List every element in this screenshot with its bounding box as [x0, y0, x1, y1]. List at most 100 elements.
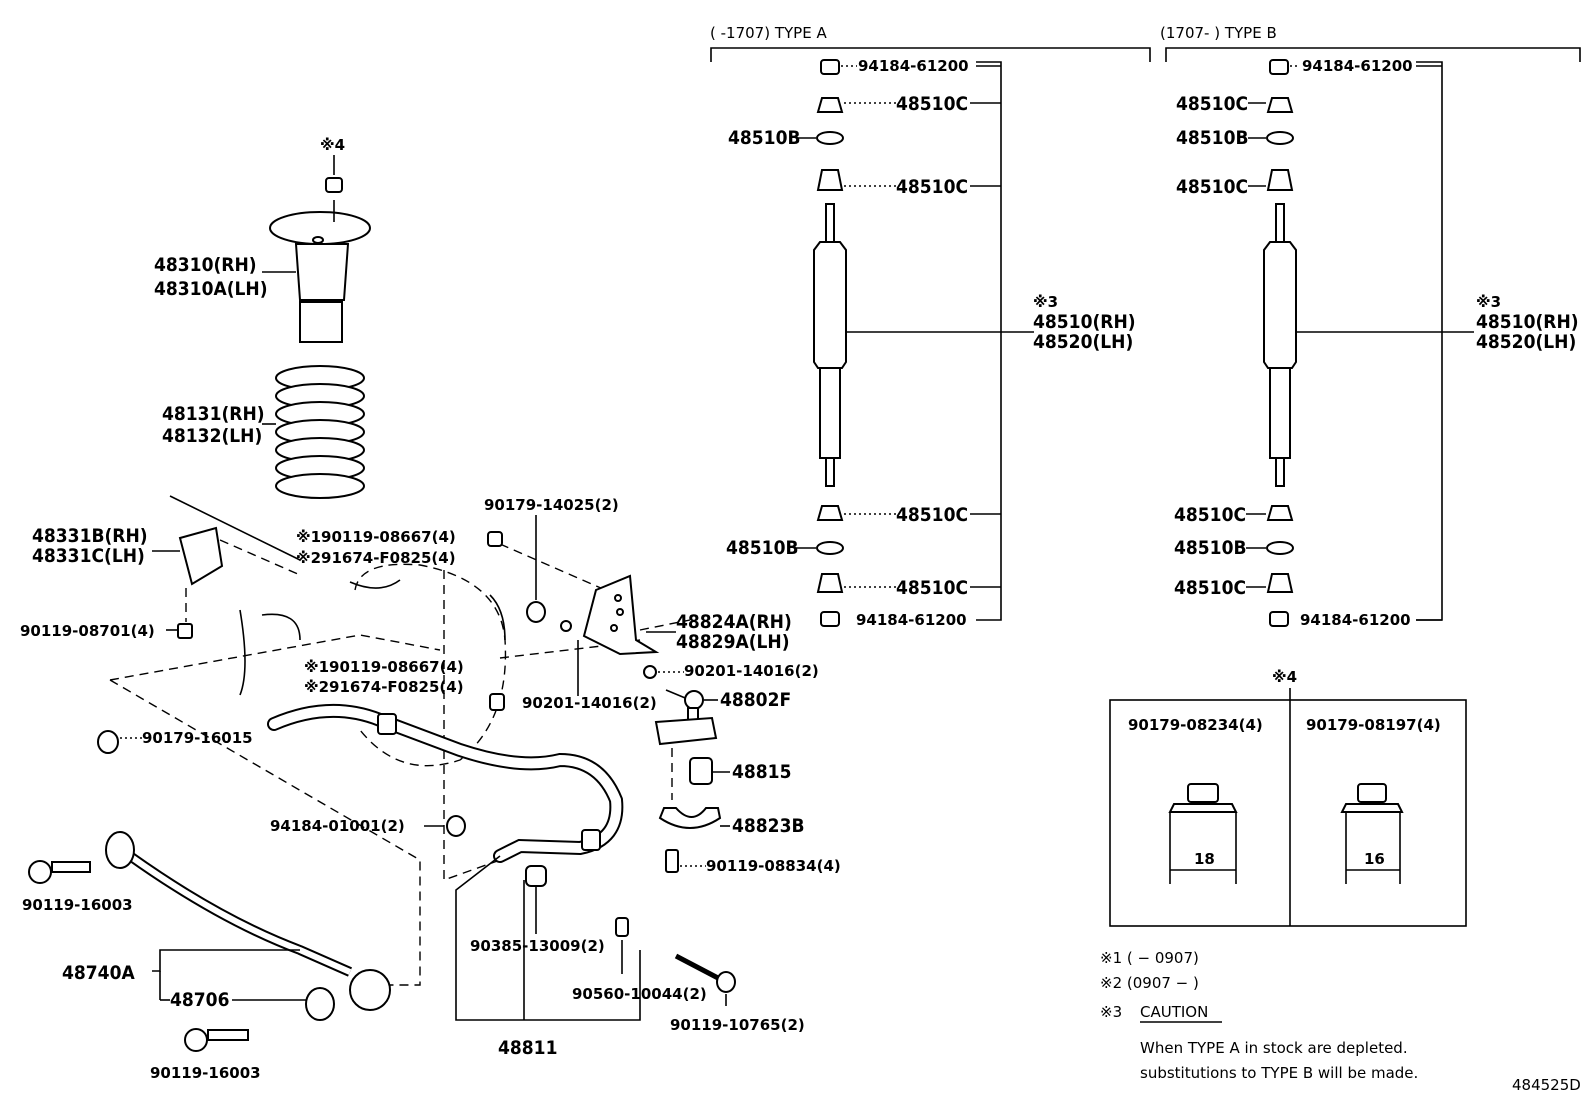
- svg-text:48510C: 48510C: [896, 93, 968, 115]
- svg-text:substitutions to TYPE B will b: substitutions to TYPE B will be made.: [1140, 1064, 1418, 1082]
- svg-text:48510C: 48510C: [1174, 577, 1246, 599]
- bolt-08834: 90119-08834(4): [665, 849, 841, 875]
- svg-text:48310A(LH): 48310A(LH): [154, 278, 268, 300]
- rod-48740a: 48740A: [62, 949, 300, 1000]
- nut-18-icon: 18: [1168, 783, 1238, 884]
- svg-text:90119-10765(2): 90119-10765(2): [670, 1016, 805, 1034]
- svg-text:48132(LH): 48132(LH): [162, 425, 262, 447]
- svg-text:94184-61200: 94184-61200: [1300, 611, 1411, 629]
- cushion-c4-b: 48510C: [1174, 573, 1294, 599]
- svg-text:When TYPE A in stock are deple: When TYPE A in stock are depleted.: [1140, 1039, 1408, 1057]
- svg-text:48510B: 48510B: [1176, 127, 1249, 149]
- svg-text:90201-14016(2): 90201-14016(2): [684, 662, 819, 680]
- svg-text:※1 ( − 0907): ※1 ( − 0907): [1100, 949, 1199, 967]
- svg-text:90119-16003: 90119-16003: [150, 1064, 261, 1082]
- svg-text:48510C: 48510C: [1174, 504, 1246, 526]
- type-a-group: ( -1707) TYPE A 94184-61200 48510C 48510…: [710, 24, 1151, 629]
- cushion-b2-b: 48510B: [1174, 537, 1294, 559]
- svg-text:48510B: 48510B: [728, 127, 801, 149]
- bracket-48823b: 48823B: [658, 807, 805, 837]
- stabilizer-link: 48802F: [654, 689, 791, 746]
- cushion-c4-a: 48510C: [816, 573, 1001, 599]
- spring-upper-support: 48310(RH) 48310A(LH): [154, 200, 371, 343]
- stabilizer-bracket: 48824A(RH) 48829A(LH): [560, 574, 792, 656]
- svg-text:48510C: 48510C: [1176, 93, 1248, 115]
- svg-text:48520(LH): 48520(LH): [1476, 331, 1576, 353]
- svg-text:90179-08234(4): 90179-08234(4): [1128, 716, 1263, 734]
- type-b-header: (1707- ) TYPE B: [1160, 24, 1277, 42]
- cushion-c2-b: 48510C: [1176, 169, 1294, 198]
- type-a-leader-bracket: [976, 61, 1002, 621]
- svg-text:48815: 48815: [732, 761, 791, 783]
- svg-text:48331C(LH): 48331C(LH): [32, 545, 145, 567]
- shock-absorber-a: ※3 48510(RH) 48520(LH): [813, 203, 1136, 487]
- svg-text:48510C: 48510C: [1176, 176, 1248, 198]
- svg-text:※4: ※4: [1272, 668, 1297, 686]
- svg-text:※190119-08667(4): ※190119-08667(4): [296, 528, 456, 546]
- bolt-10765: 90119-10765(2): [670, 953, 805, 1034]
- svg-text:48510C: 48510C: [896, 504, 968, 526]
- shock-absorber-b: ※3 48510(RH) 48520(LH): [1263, 203, 1579, 487]
- svg-text:CAUTION: CAUTION: [1140, 1003, 1208, 1021]
- cushion-c1-b: 48510C: [1176, 93, 1294, 115]
- svg-text:90385-13009(2): 90385-13009(2): [470, 937, 605, 955]
- svg-text:94184-61200: 94184-61200: [856, 611, 967, 629]
- cushion-b1-a: 48510B: [728, 127, 844, 149]
- svg-text:48510C: 48510C: [896, 176, 968, 198]
- cushion-c1-a: 48510C: [816, 93, 1001, 115]
- cushion-c3-b: 48510C: [1174, 504, 1294, 526]
- svg-text:※4: ※4: [320, 136, 345, 154]
- svg-text:48520(LH): 48520(LH): [1033, 331, 1133, 353]
- svg-text:※3: ※3: [1033, 293, 1058, 311]
- nut-size-table: ※4 90179-08234(4) 90179-08197(4) 18 16: [1109, 668, 1467, 927]
- nut-16-icon: 16: [1340, 783, 1404, 884]
- type-b-bracket: [1165, 47, 1581, 62]
- type-a-header: ( -1707) TYPE A: [710, 24, 827, 42]
- cushion-b1-b: 48510B: [1176, 127, 1294, 149]
- type-b-leader-bracket: [1416, 61, 1443, 621]
- bushing-48815: 48815: [689, 757, 791, 785]
- svg-text:※190119-08667(4): ※190119-08667(4): [304, 658, 464, 676]
- bushing-48706: 48706: [160, 989, 306, 1011]
- svg-text:94184-61200: 94184-61200: [858, 57, 969, 75]
- svg-text:48510C: 48510C: [896, 577, 968, 599]
- type-b-group: (1707- ) TYPE B 94184-61200 48510C 48510…: [1160, 24, 1581, 629]
- bolt-16003-b: 90119-16003: [150, 1028, 261, 1082]
- svg-text:48802F: 48802F: [720, 689, 791, 711]
- svg-text:90201-14016(2): 90201-14016(2): [522, 694, 657, 712]
- suspension-assembly: ※4 48310(RH) 48310A(LH) 48131(RH) 48132(…: [20, 136, 841, 1082]
- bolt-08701: 90119-08701(4): [20, 588, 193, 640]
- svg-text:※3: ※3: [1100, 1003, 1122, 1021]
- stabilizer-bar: [267, 703, 624, 863]
- bolt-16003-a: 90119-16003: [22, 860, 133, 914]
- nut-01001: 94184-01001(2): [270, 815, 466, 837]
- stabilizer-48811: 48811: [455, 855, 641, 1059]
- svg-text:90119-08834(4): 90119-08834(4): [706, 857, 841, 875]
- nut-bottom-b: 94184-61200: [1269, 611, 1442, 629]
- svg-text:※291674-F0825(4): ※291674-F0825(4): [304, 678, 464, 696]
- svg-text:90119-08701(4): 90119-08701(4): [20, 622, 155, 640]
- bolt-08667-a: ※190119-08667(4) ※291674-F0825(4): [296, 528, 503, 567]
- svg-text:48131(RH): 48131(RH): [162, 403, 265, 425]
- lateral-rod: [105, 831, 391, 1021]
- type-a-bracket: [710, 47, 1151, 62]
- cushion-c3-a: 48510C: [816, 504, 1001, 526]
- svg-text:※291674-F0825(4): ※291674-F0825(4): [296, 549, 456, 567]
- nut-14016-a: 90201-14016(2): [522, 640, 657, 712]
- footnotes: ※1 ( − 0907) ※2 (0907 − ) ※3 CAUTION Whe…: [1100, 949, 1581, 1094]
- bump-stopper: 48331B(RH) 48331C(LH): [32, 525, 224, 586]
- svg-text:48740A: 48740A: [62, 962, 135, 984]
- bolt-14025: 90179-14025(2): [484, 496, 619, 623]
- svg-text:16: 16: [1364, 850, 1385, 868]
- svg-text:※2 (0907 − ): ※2 (0907 − ): [1100, 974, 1199, 992]
- coil-spring: 48131(RH) 48132(LH): [162, 365, 365, 499]
- svg-text:48510(RH): 48510(RH): [1033, 311, 1136, 333]
- svg-text:48811: 48811: [498, 1037, 557, 1059]
- svg-text:48510(RH): 48510(RH): [1476, 311, 1579, 333]
- nut-top-a: 94184-61200: [820, 57, 1001, 75]
- nut-16015: 90179-16015: [97, 729, 253, 754]
- svg-text:48331B(RH): 48331B(RH): [32, 525, 148, 547]
- svg-text:94184-01001(2): 94184-01001(2): [270, 817, 405, 835]
- cushion-c2-a: 48510C: [816, 169, 1001, 198]
